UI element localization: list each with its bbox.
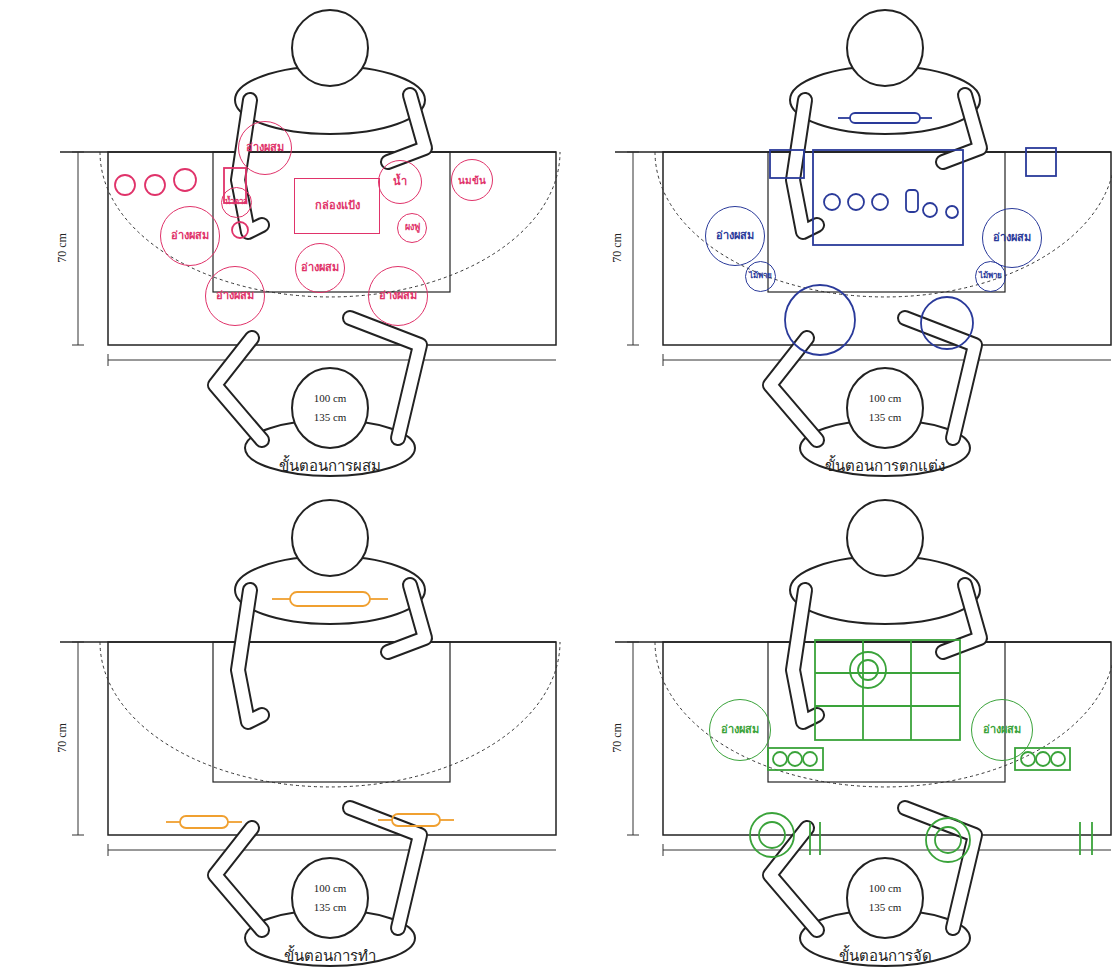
item-circle: อ่างผสม — [971, 699, 1033, 761]
dimension-height: 135 cm — [314, 412, 347, 423]
step-caption: ขั้นตอนการผสม — [279, 459, 381, 474]
item-circle: ไม้พาย — [745, 261, 776, 292]
item-label: น้ำตาล — [225, 198, 248, 207]
item-label: อ่างผสม — [983, 724, 1021, 736]
item-circle: อ่างผสม — [160, 206, 220, 266]
item-label: อ่างผสม — [171, 230, 209, 242]
dimension-depth: 70 cm — [56, 721, 68, 755]
item-circle: อ่างผสม — [982, 208, 1042, 268]
step-caption: ขั้นตอนการทำ — [284, 949, 376, 964]
item-label: ไม้พาย — [979, 272, 1002, 281]
item-circle: อ่างผสม — [705, 206, 765, 266]
item-label: อ่างผสม — [301, 262, 339, 274]
dimension-height: 100 cm — [869, 393, 902, 404]
item-label: ผงฟู — [405, 223, 420, 233]
dimension-height: 100 cm — [869, 883, 902, 894]
step-caption: ขั้นตอนการจัด — [839, 949, 932, 964]
item-label: อ่างผสม — [379, 290, 417, 302]
item-label: นมข้น — [458, 175, 486, 186]
dimension-depth: 70 cm — [611, 721, 623, 755]
item-circle: น้ำ — [378, 160, 422, 204]
item-circle: อ่างผสม — [709, 699, 771, 761]
item-circle: ผงฟู — [397, 213, 427, 243]
item-circle: ไม้พาย — [975, 261, 1006, 292]
item-label: ไม้พาย — [749, 272, 772, 281]
item-circle: อ่างผสม — [295, 243, 345, 293]
item-circle: อ่างผสม — [205, 266, 265, 326]
item-label: น้ำ — [393, 176, 407, 188]
item-label: กล่องแป้ง — [315, 200, 360, 212]
dimension-height: 100 cm — [314, 393, 347, 404]
dimension-height: 135 cm — [869, 902, 902, 913]
item-label: อ่างผสม — [993, 232, 1031, 244]
item-circle: น้ำตาล — [221, 187, 252, 218]
item-circle: อ่างผสม — [238, 121, 292, 175]
dimension-height: 100 cm — [314, 883, 347, 894]
item-label: อ่างผสม — [216, 290, 254, 302]
dimension-depth: 70 cm — [611, 231, 623, 265]
dimension-height: 135 cm — [869, 412, 902, 423]
item-box: กล่องแป้ง — [294, 178, 380, 234]
dimension-depth: 70 cm — [56, 231, 68, 265]
item-label: อ่างผสม — [721, 724, 759, 736]
item-circle: นมข้น — [451, 159, 493, 201]
step-caption: ขั้นตอนการตกแต่ง — [825, 459, 945, 474]
item-circle: อ่างผสม — [368, 266, 428, 326]
item-label: อ่างผสม — [246, 142, 284, 154]
dimension-height: 135 cm — [314, 902, 347, 913]
item-label: อ่างผสม — [716, 230, 754, 242]
